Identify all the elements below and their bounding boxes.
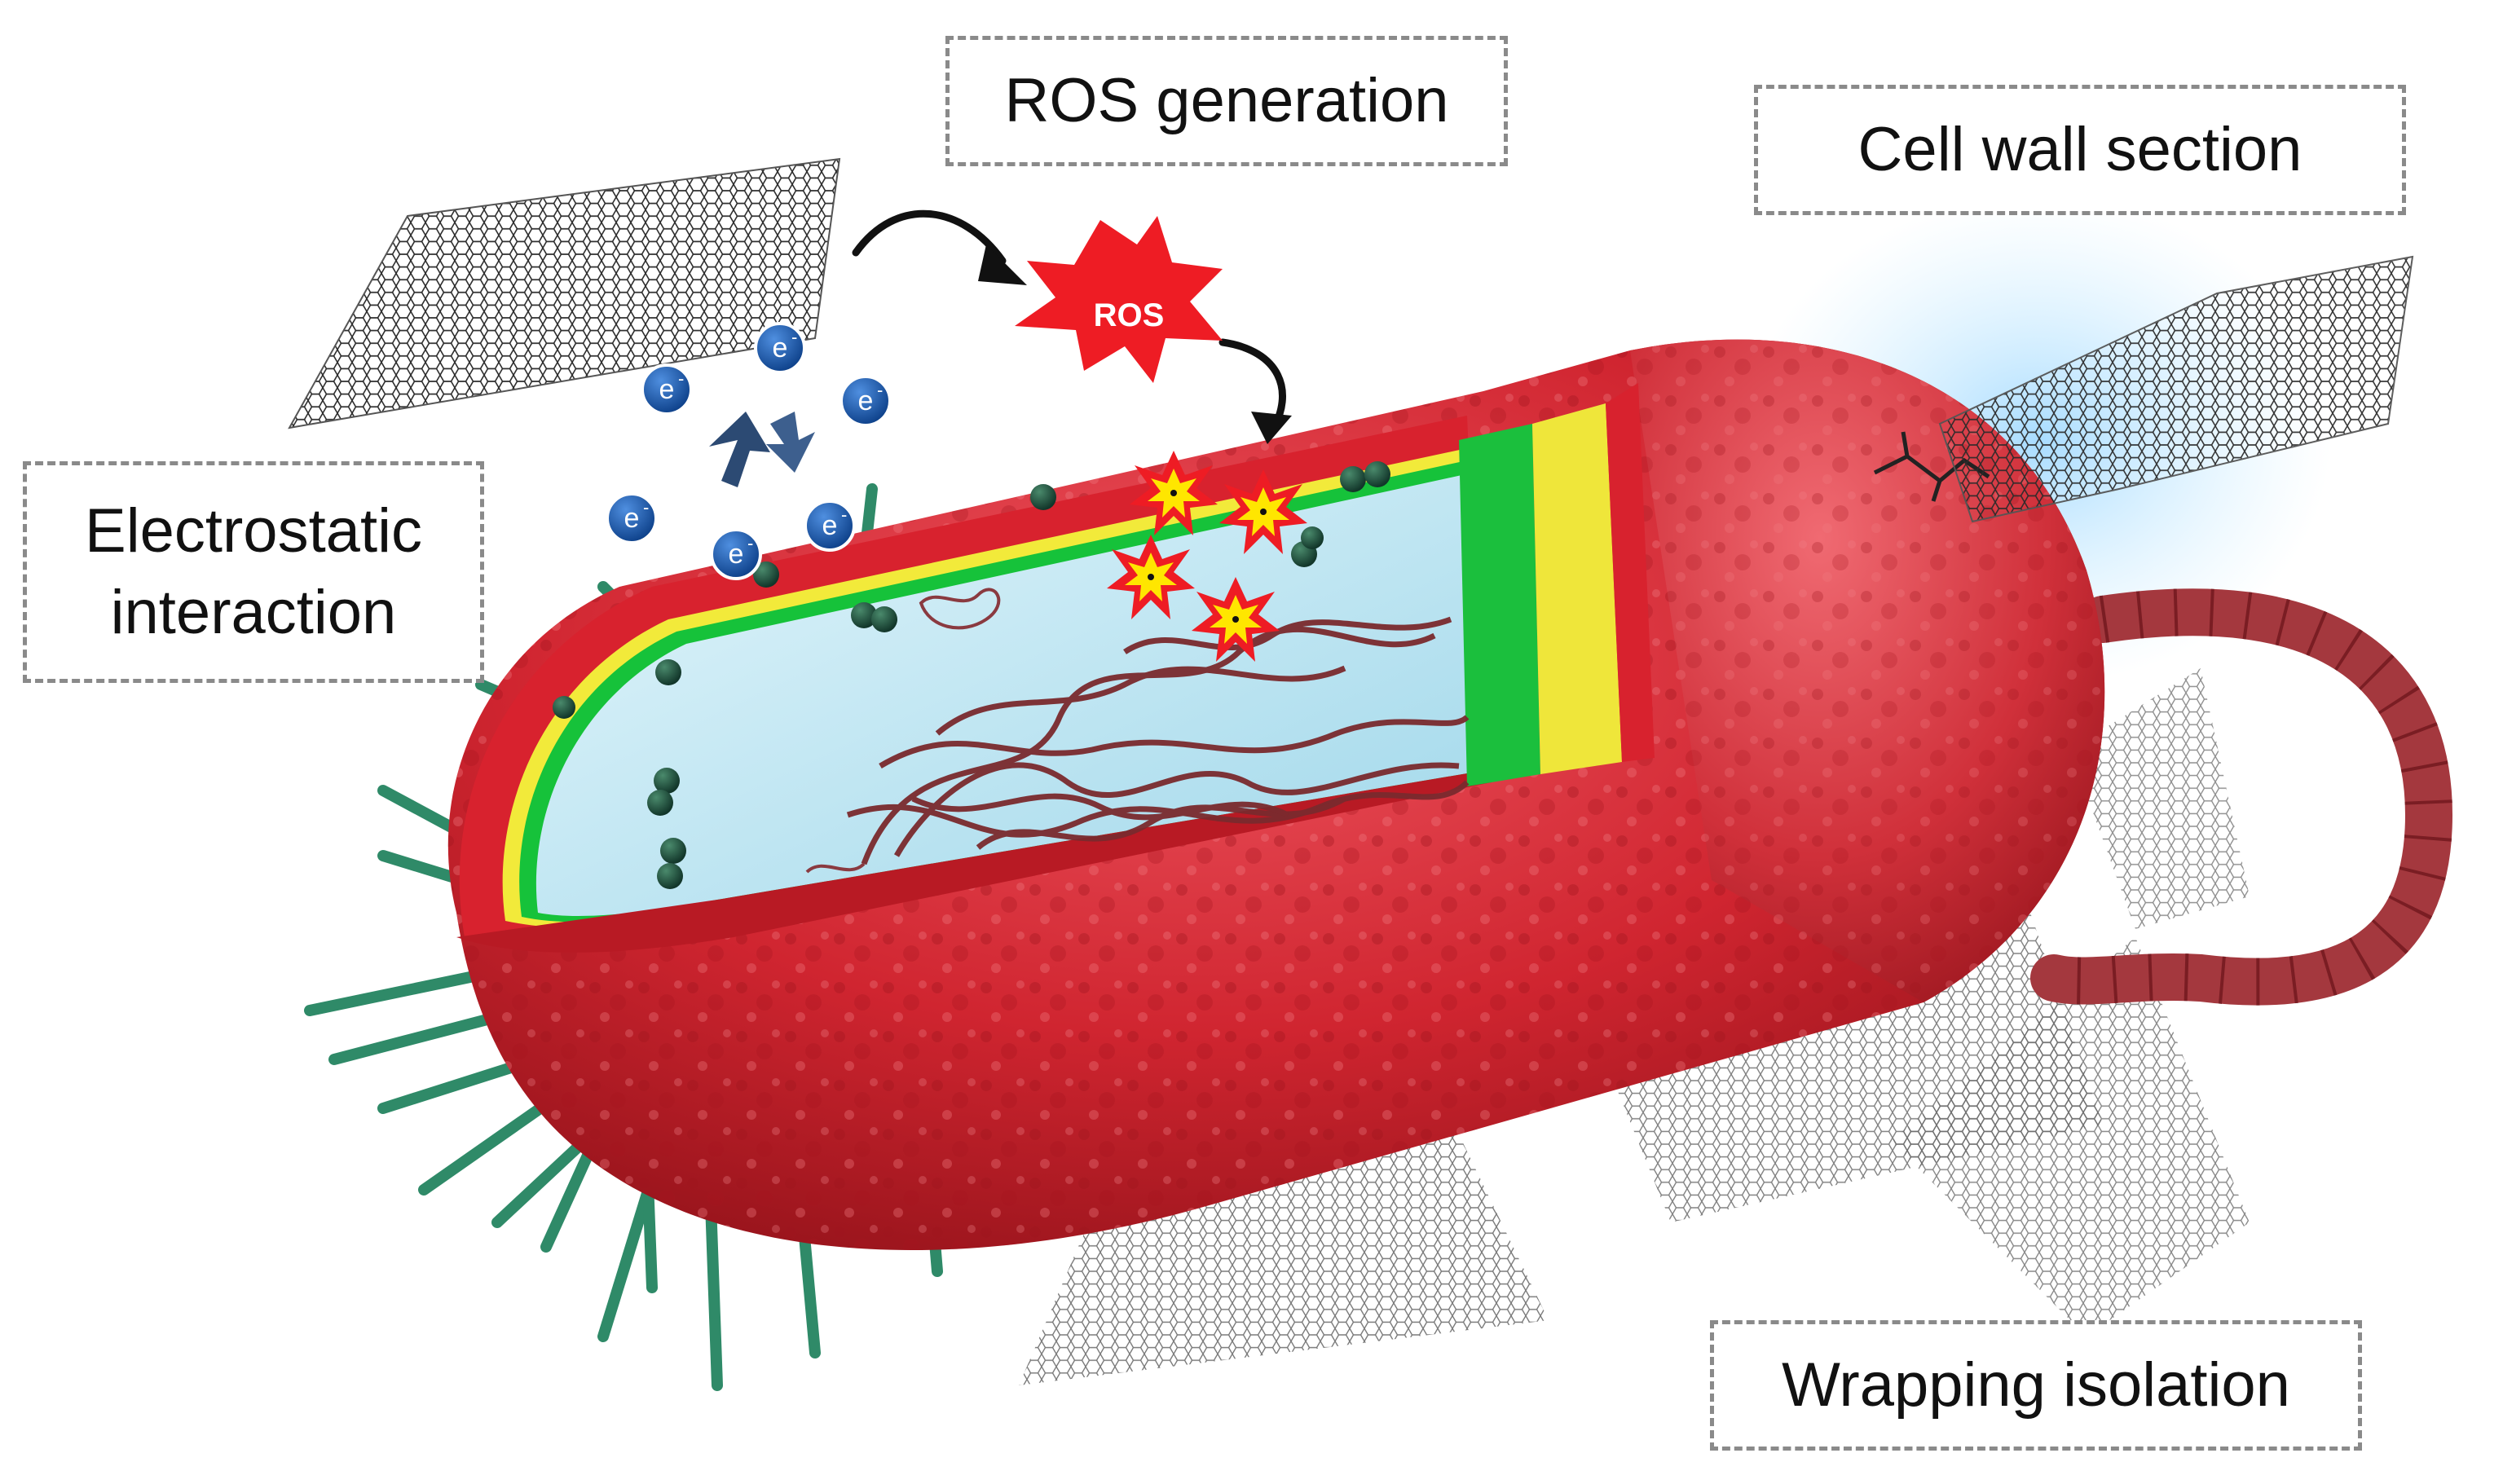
- ribosome: [553, 696, 575, 719]
- ros-explosion-icon: [1192, 577, 1280, 662]
- ribosome: [851, 602, 877, 628]
- ros-burst-icon: [1015, 216, 1223, 383]
- arrow-to-ros: [852, 209, 1007, 265]
- electron-transfer-arrows: [709, 412, 815, 487]
- svg-text:-: -: [841, 504, 847, 525]
- ribosome: [654, 768, 680, 794]
- label-cell-wall-section: Cell wall section: [1754, 85, 2406, 215]
- ribosome: [1340, 466, 1366, 492]
- wall-section-red: [1606, 383, 1655, 762]
- svg-text:-: -: [877, 380, 883, 400]
- electron-icon: e -: [641, 363, 693, 416]
- svg-text:e: e: [624, 503, 640, 534]
- ros-explosion-icon: [1107, 535, 1195, 619]
- graphene-sheet-wrapping-3: [1891, 937, 2250, 1336]
- ribosome: [660, 838, 686, 864]
- ribosomes: [553, 461, 1390, 889]
- label-wrapping-isolation: Wrapping isolation: [1710, 1320, 2362, 1451]
- dna-tangle: [846, 616, 1470, 865]
- electron-icon: e -: [839, 375, 892, 427]
- ribosome: [657, 863, 683, 889]
- graphene-sheet-cell-wall: [1938, 255, 2414, 523]
- ros-explosion-icon: [1130, 451, 1218, 535]
- arrowhead-icon: [978, 244, 1027, 285]
- label-electrostatic-interaction: Electrostatic interaction: [23, 461, 484, 683]
- label-cell-wall-section-text: Cell wall section: [1857, 114, 2302, 184]
- ribosome: [655, 659, 681, 685]
- arrowhead-icon: [1251, 412, 1292, 444]
- electrons: e - e - e - e - e - e -: [606, 322, 892, 580]
- svg-text:e: e: [822, 510, 838, 541]
- svg-text:-: -: [791, 327, 797, 347]
- svg-text:-: -: [643, 497, 649, 517]
- electron-icon: e -: [754, 322, 806, 374]
- svg-text:e: e: [729, 539, 744, 570]
- ribosome: [1301, 526, 1324, 549]
- svg-text:-: -: [678, 368, 684, 389]
- svg-text:e: e: [773, 332, 788, 363]
- label-ros-generation-text: ROS generation: [1004, 65, 1449, 135]
- ros-explosion-icon: [1219, 469, 1307, 554]
- svg-text:-: -: [747, 533, 753, 553]
- electron-icon: e -: [710, 528, 762, 580]
- wall-section-yellow: [1532, 403, 1622, 774]
- dna-fragment: [805, 588, 1001, 874]
- exchange-arrow-down-icon: [766, 412, 815, 473]
- label-electrostatic-line2: interaction: [110, 578, 397, 647]
- svg-text:e: e: [858, 385, 874, 416]
- electron-icon: e -: [606, 492, 658, 544]
- ribosome: [647, 790, 673, 816]
- ribosome: [1364, 461, 1390, 487]
- graphene-sheet-wrapping-4: [2070, 668, 2250, 929]
- graphene-sheet-top-left: [288, 157, 841, 429]
- wall-section-green: [1459, 424, 1540, 786]
- label-ros-generation: ROS generation: [945, 36, 1508, 166]
- ribosome: [753, 561, 779, 588]
- label-wrapping-isolation-text: Wrapping isolation: [1782, 1350, 2290, 1420]
- ros-explosions: [1107, 451, 1307, 662]
- svg-text:e: e: [659, 374, 675, 405]
- ros-burst-label: ROS: [1094, 297, 1165, 333]
- label-electrostatic-line1: Electrostatic: [85, 495, 422, 566]
- electron-icon: e -: [804, 500, 856, 552]
- exchange-arrow-up-icon: [709, 412, 770, 487]
- ribosome: [1030, 484, 1056, 510]
- ribosome: [871, 606, 897, 632]
